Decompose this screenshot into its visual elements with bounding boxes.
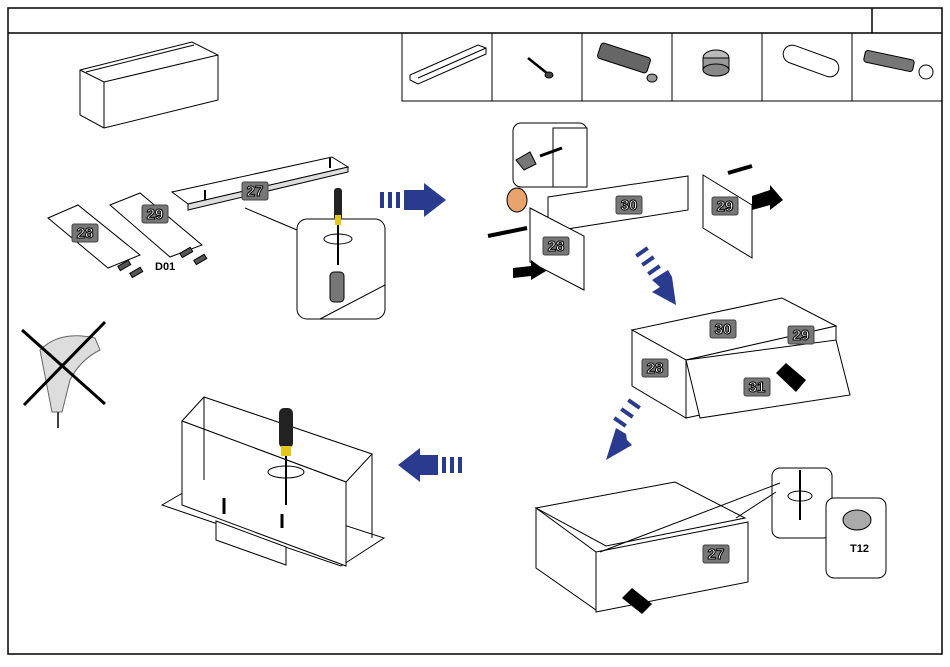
dowel-anchor-icon	[597, 42, 657, 82]
part-label-29b: 29	[717, 198, 734, 215]
d01-label: D01	[155, 261, 175, 273]
cam-lock-icon	[703, 50, 729, 76]
part-label-29: 29	[147, 206, 164, 223]
part-label-27b: 27	[708, 546, 725, 563]
push-arrow-left-29	[752, 185, 783, 210]
t12-label: T12	[850, 543, 869, 555]
part-label-31: 31	[749, 379, 766, 396]
drawer-with-front-27: 27	[536, 482, 748, 612]
wooden-dowel-icon	[781, 43, 842, 80]
part-label-30c: 30	[715, 321, 732, 338]
drawer-bottom-screwed	[162, 397, 384, 566]
hardware-strip	[402, 33, 942, 101]
arrow-right-1	[380, 183, 446, 217]
no-power-drill-icon	[22, 322, 105, 428]
part-label-28c: 28	[647, 360, 664, 377]
frame-with-bottom-31: 30 29 28 31	[632, 298, 850, 418]
metal-rail-icon	[410, 45, 486, 84]
panel-27: 27	[172, 157, 348, 210]
cam-bolt-icon	[863, 50, 933, 79]
arrow-down-right-1	[635, 246, 676, 305]
finished-drawer-icon	[80, 42, 218, 128]
screwdriver-inset	[245, 188, 385, 319]
part-label-29c: 29	[793, 327, 810, 344]
arrow-left-3	[398, 448, 462, 482]
part-label-27: 27	[247, 183, 264, 200]
part-label-28b: 28	[548, 238, 565, 255]
part-label-30: 30	[621, 197, 638, 214]
arrow-down-left-2	[606, 398, 641, 460]
panel-29-upright: 29	[703, 175, 752, 258]
screw-icon	[528, 58, 553, 78]
part-label-28: 28	[77, 225, 94, 242]
